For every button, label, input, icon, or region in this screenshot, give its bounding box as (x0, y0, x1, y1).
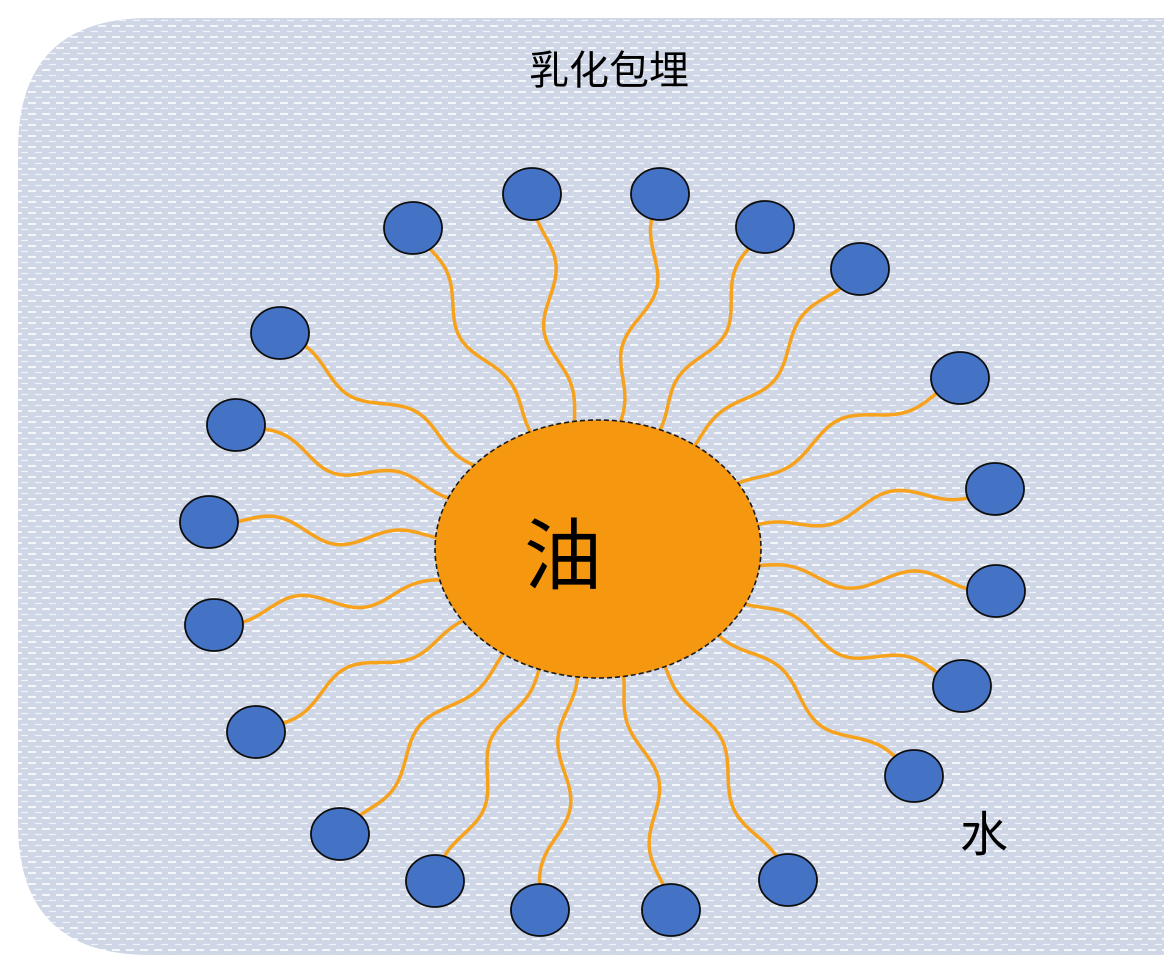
emulsifier-tail (213, 578, 442, 627)
emulsifier-head (226, 705, 286, 759)
oil-droplet (434, 419, 762, 679)
emulsifier-tail (537, 674, 580, 911)
emulsifier-tail (279, 331, 477, 468)
emulsifier-head (965, 462, 1025, 516)
emulsifier-head (510, 883, 570, 937)
emulsifier-tail (621, 674, 673, 911)
emulsifier-tail (662, 664, 790, 881)
emulsifier-head (884, 749, 944, 803)
diagram-title: 乳化包埋 (529, 48, 689, 94)
emulsifier-head (758, 853, 818, 907)
emulsifier-head (630, 167, 690, 221)
emulsifier-tail (208, 514, 438, 547)
emulsifier-head (206, 398, 266, 452)
emulsifier-tail (742, 601, 963, 688)
emulsifier-heads (179, 167, 1026, 937)
emulsifier-tail (755, 487, 996, 528)
oil-label: 油 (524, 512, 602, 602)
emulsifier-head (184, 598, 244, 652)
emulsifier-head (966, 564, 1026, 618)
emulsifier-tail (255, 618, 466, 734)
emulsifier-tail (433, 666, 542, 882)
emulsifier-head (735, 200, 795, 254)
emulsifier-head (405, 854, 465, 908)
emulsifier-tail (411, 227, 533, 435)
emulsifier-head (502, 167, 562, 221)
water-label: 水 (960, 807, 1008, 863)
emulsifier-head (830, 242, 890, 296)
emulsifier-tail (530, 193, 577, 424)
emulsifier-head (930, 351, 990, 405)
emulsifier-head (310, 807, 370, 861)
emulsifier-tail (735, 376, 961, 486)
emulsifier-tail (618, 193, 662, 424)
emulsifier-tail (757, 562, 997, 594)
emulsifier-head (932, 659, 992, 713)
emulsifier-head (383, 201, 443, 255)
emulsifier-tail (338, 651, 506, 836)
emulsifier-tail (235, 423, 451, 501)
emulsifier-tail (657, 226, 767, 433)
emulsifier-tail (692, 267, 862, 448)
emulsifier-head (179, 495, 239, 549)
emulsifier-tail (716, 633, 916, 778)
emulsifier-head (641, 883, 701, 937)
emulsifier-tails (208, 193, 997, 911)
emulsifier-head (250, 306, 310, 360)
